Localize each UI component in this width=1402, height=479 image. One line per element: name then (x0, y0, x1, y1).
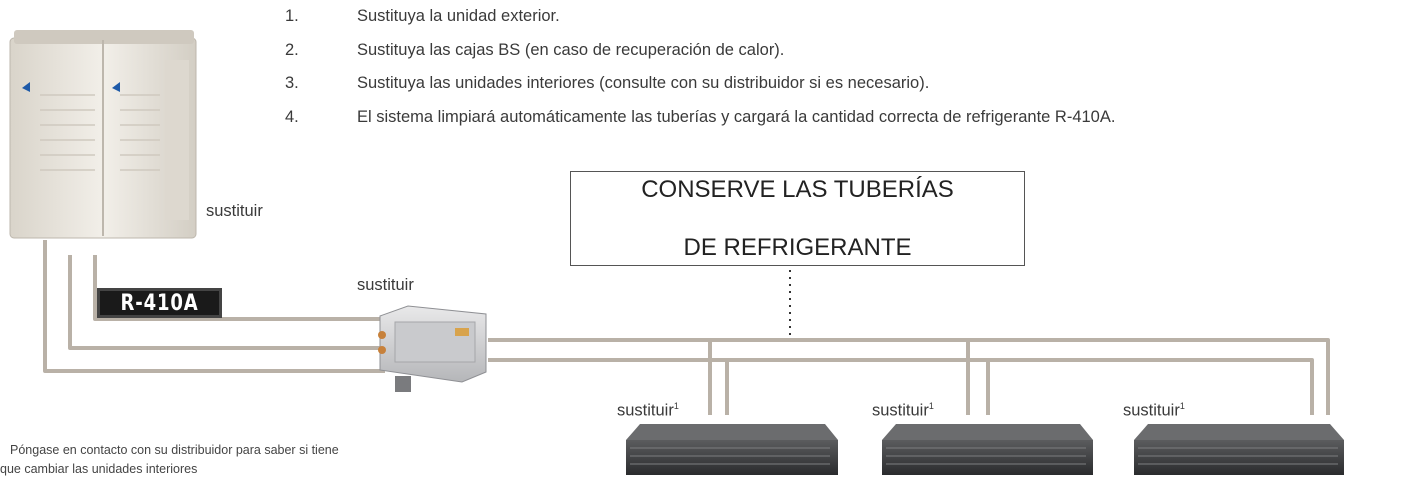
refrigerant-pipes (43, 240, 385, 373)
callout-line-2: DE REFRIGERANTE (683, 234, 912, 261)
indoor-unit-image (626, 424, 838, 475)
step-number: 2. (285, 40, 299, 59)
instruction-step: 3. Sustituya las unidades interiores (con… (285, 73, 1115, 107)
footnote-ref: 1 (673, 401, 679, 411)
indoor-unit-label: sustituir1 (617, 401, 679, 420)
step-number: 3. (285, 74, 299, 92)
indoor-unit-label: sustituir1 (1123, 401, 1185, 420)
indoor-unit-label: sustituir1 (872, 401, 934, 420)
instruction-list: 1. Sustituya la unidad exterior. 2. Sustit… (285, 6, 1115, 140)
instruction-step: 1. Sustituya la unidad exterior. (285, 6, 1115, 40)
footnote-line-2: que cambiar las unidades interiores (0, 462, 198, 476)
step-number: 4. (285, 107, 299, 126)
step-text: Sustituya la unidad exterior. (357, 7, 560, 25)
step-text: Sustituya las unidades interiores (consu… (357, 74, 930, 92)
bs-box-image (378, 305, 487, 392)
step-number: 1. (285, 7, 299, 25)
indoor-unit-image (1134, 424, 1344, 475)
refrigerant-badge: R-410A (97, 288, 222, 318)
callout-line-1: CONSERVE LAS TUBERÍAS (641, 176, 954, 203)
keep-piping-callout: CONSERVE LAS TUBERÍAS DE REFRIGERANTE (570, 171, 1025, 266)
instruction-step: 2. Sustituya las cajas BS (en caso de rec… (285, 40, 1115, 74)
footnote-line-1: Póngase en contacto con su distribuidor … (10, 443, 339, 457)
step-text: El sistema limpiará automáticamente las … (357, 107, 1116, 126)
footnote-ref: 1 (1179, 401, 1185, 411)
outdoor-unit-image (9, 30, 197, 239)
bs-box-label: sustituir (357, 276, 414, 294)
step-text: Sustituya las cajas BS (en caso de recup… (357, 40, 785, 59)
main-trunk-pipes (488, 338, 1330, 415)
footnote-ref: 1 (928, 401, 934, 411)
indoor-unit-image (882, 424, 1093, 475)
outdoor-unit-label: sustituir (206, 202, 263, 220)
footnote: Póngase en contacto con su distribuidor … (0, 441, 480, 479)
instruction-step: 4. El sistema limpiará automáticamente la… (285, 107, 1115, 141)
